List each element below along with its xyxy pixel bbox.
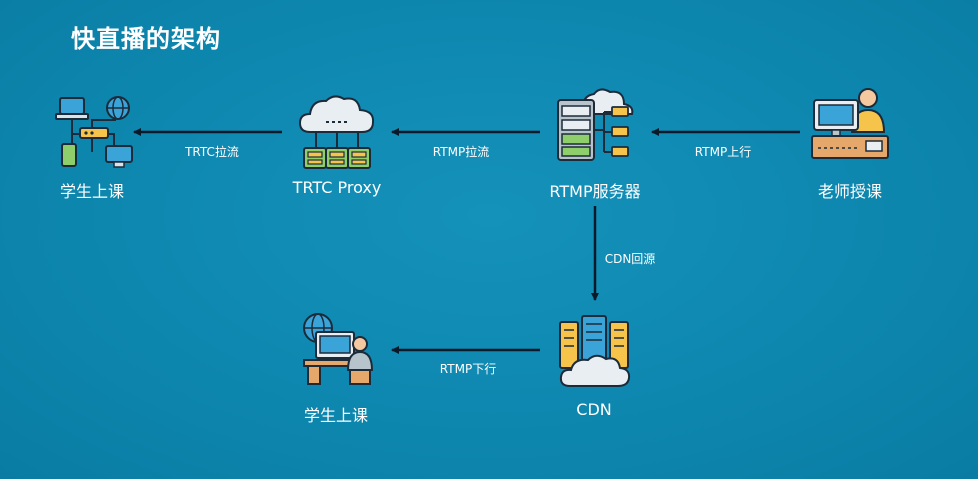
edge-label-rtmp-pull: RTMP拉流 [432,145,490,159]
node-label-rtmp-server: RTMP服务器 [549,182,641,201]
edge-label-cdn-origin: CDN回源 [604,252,656,266]
node-label-cdn: CDN [576,400,612,419]
cdn-server-cloud-icon [559,315,631,387]
node-label-teacher: 老师授课 [817,182,883,201]
edge-label-rtmp-upstream: RTMP上行 [694,145,752,159]
node-label-students-bottom: 学生上课 [303,406,369,425]
slide-title: 快直播的架构 [71,25,221,53]
node-label-trtc-proxy: TRTC Proxy [292,178,382,197]
edge-label-rtmp-downstream: RTMP下行 [439,362,497,376]
rtmp-server-icon [557,88,634,161]
edge-label-trtc-pull: TRTC拉流 [185,145,239,159]
trtc-proxy-cloud-icon [298,95,375,169]
node-label-students-top: 学生上课 [59,182,125,201]
student-computer-icon [303,313,374,385]
students-network-icon [55,96,133,168]
teacher-desk-icon [811,88,889,159]
